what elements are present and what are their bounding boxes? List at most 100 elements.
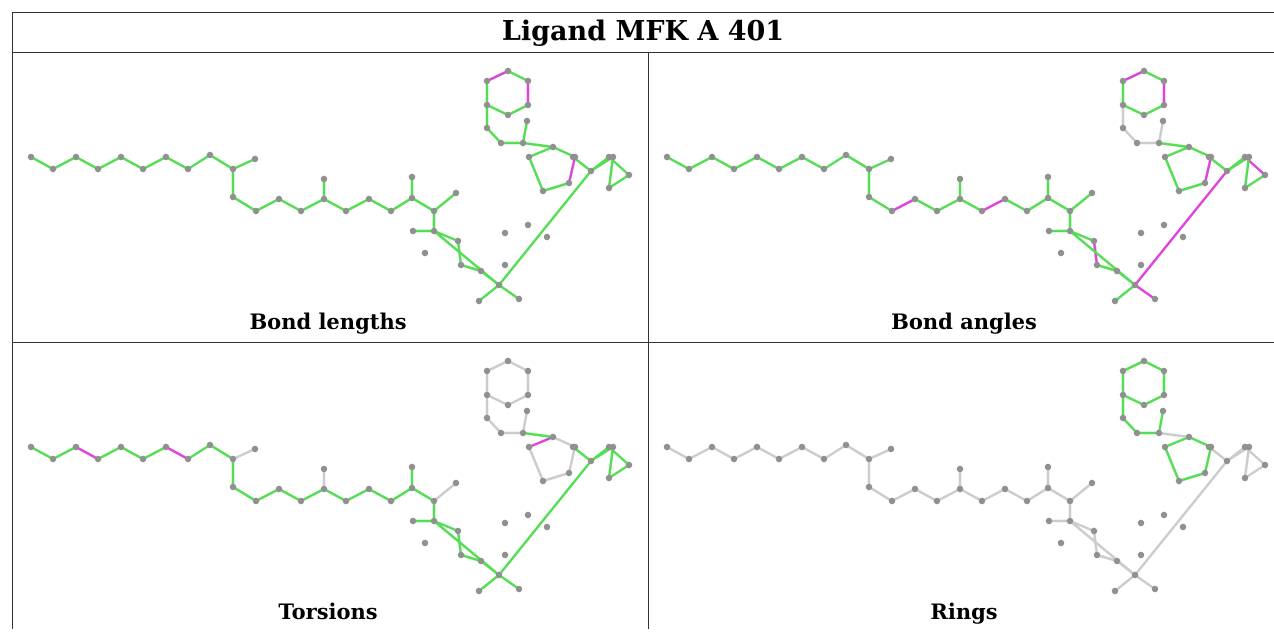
bond-A1 xyxy=(867,447,893,461)
atom xyxy=(1140,111,1148,119)
bond-tail xyxy=(477,283,501,303)
bond-tail xyxy=(607,173,631,190)
panel-rings: Rings xyxy=(649,343,1274,632)
atom xyxy=(524,367,532,375)
panel-bond-lengths: Bond lengths xyxy=(13,53,643,342)
ligand-report-frame: Ligand MFK A 401 Bond lengths Bond angle… xyxy=(12,12,1274,629)
atom xyxy=(342,207,350,215)
bond-chainB xyxy=(389,486,414,503)
atom xyxy=(1119,414,1127,422)
bond-chainB xyxy=(299,197,326,213)
bond-chainB xyxy=(913,197,939,213)
bond-r6 xyxy=(506,359,530,373)
bond-chainA xyxy=(164,155,190,171)
atom xyxy=(933,497,941,505)
atom xyxy=(933,207,941,215)
atom xyxy=(524,77,532,85)
atom xyxy=(94,455,102,463)
bond-chainA xyxy=(777,155,804,171)
bond-r5 xyxy=(1121,416,1139,435)
atom xyxy=(1088,479,1096,487)
bond-chainB xyxy=(1003,197,1029,213)
atom xyxy=(1023,497,1031,505)
atom xyxy=(1066,497,1074,505)
atom xyxy=(1023,207,1031,215)
bond-chainA xyxy=(732,155,759,171)
bond-chainB xyxy=(935,197,962,213)
atom xyxy=(798,443,806,451)
bond-tail xyxy=(1113,283,1137,303)
atom xyxy=(320,465,328,473)
bond-linker xyxy=(1157,431,1191,439)
bond-sideC xyxy=(459,553,483,563)
atom xyxy=(409,227,417,235)
bond-r5b xyxy=(541,471,571,483)
bond-chainB xyxy=(980,197,1007,213)
atom xyxy=(94,165,102,173)
atom xyxy=(775,455,783,463)
bond-r5b xyxy=(527,145,555,159)
bond-tail xyxy=(607,463,631,480)
bond-chainA xyxy=(74,155,100,171)
bond-tail xyxy=(1243,445,1251,480)
atom xyxy=(342,497,350,505)
atom xyxy=(515,585,523,593)
atom xyxy=(1261,461,1269,469)
atom xyxy=(753,443,761,451)
bond-sideC xyxy=(1068,519,1096,533)
atom xyxy=(483,414,491,422)
atom xyxy=(1201,469,1209,477)
atom xyxy=(523,117,531,125)
atom xyxy=(483,124,491,132)
panel-caption: Rings xyxy=(930,599,998,624)
bond-chainB xyxy=(231,485,258,503)
panel-horizontal-divider xyxy=(12,342,1274,343)
atom xyxy=(365,195,373,203)
bond-chainB xyxy=(958,197,984,213)
atom xyxy=(1090,527,1098,535)
bond-sideB xyxy=(1068,481,1094,503)
atom xyxy=(565,469,573,477)
bond-tail xyxy=(497,169,593,287)
bond-linker xyxy=(1157,141,1191,149)
atom xyxy=(1133,139,1141,147)
bond-chainB xyxy=(254,197,281,213)
bond-chainA xyxy=(710,445,736,461)
atom xyxy=(1044,173,1052,181)
bond-r5 xyxy=(485,126,503,145)
bond-chainA xyxy=(777,445,804,461)
bond-A1 xyxy=(231,157,257,171)
bond-chainA xyxy=(822,153,848,171)
atom xyxy=(229,483,237,491)
panel-caption: Bond lengths xyxy=(249,309,407,334)
atom xyxy=(452,189,460,197)
atom xyxy=(1161,153,1169,161)
bond-r6 xyxy=(1142,359,1166,373)
atom xyxy=(523,407,531,415)
atom xyxy=(569,153,577,161)
atom xyxy=(117,153,125,161)
atom xyxy=(1119,124,1127,132)
atom xyxy=(519,139,527,147)
bond-sideC xyxy=(432,229,460,243)
bond-r6 xyxy=(1121,103,1146,117)
atom xyxy=(49,455,57,463)
atom xyxy=(1159,407,1167,415)
atom xyxy=(1093,551,1101,559)
bond-chainB xyxy=(322,197,348,213)
atom xyxy=(978,207,986,215)
bond-tail xyxy=(1133,573,1157,591)
atom xyxy=(162,153,170,161)
atom xyxy=(888,207,896,215)
bond-r6 xyxy=(485,393,510,407)
bond-chainB xyxy=(344,197,371,213)
atom xyxy=(1151,585,1159,593)
atom xyxy=(730,165,738,173)
bond-chainB xyxy=(322,487,348,503)
atom xyxy=(865,165,873,173)
bond-chainB xyxy=(389,196,414,213)
bond-r5 xyxy=(1121,126,1139,145)
atom xyxy=(549,433,557,441)
atom xyxy=(1241,184,1249,192)
bond-chainB xyxy=(410,486,436,503)
